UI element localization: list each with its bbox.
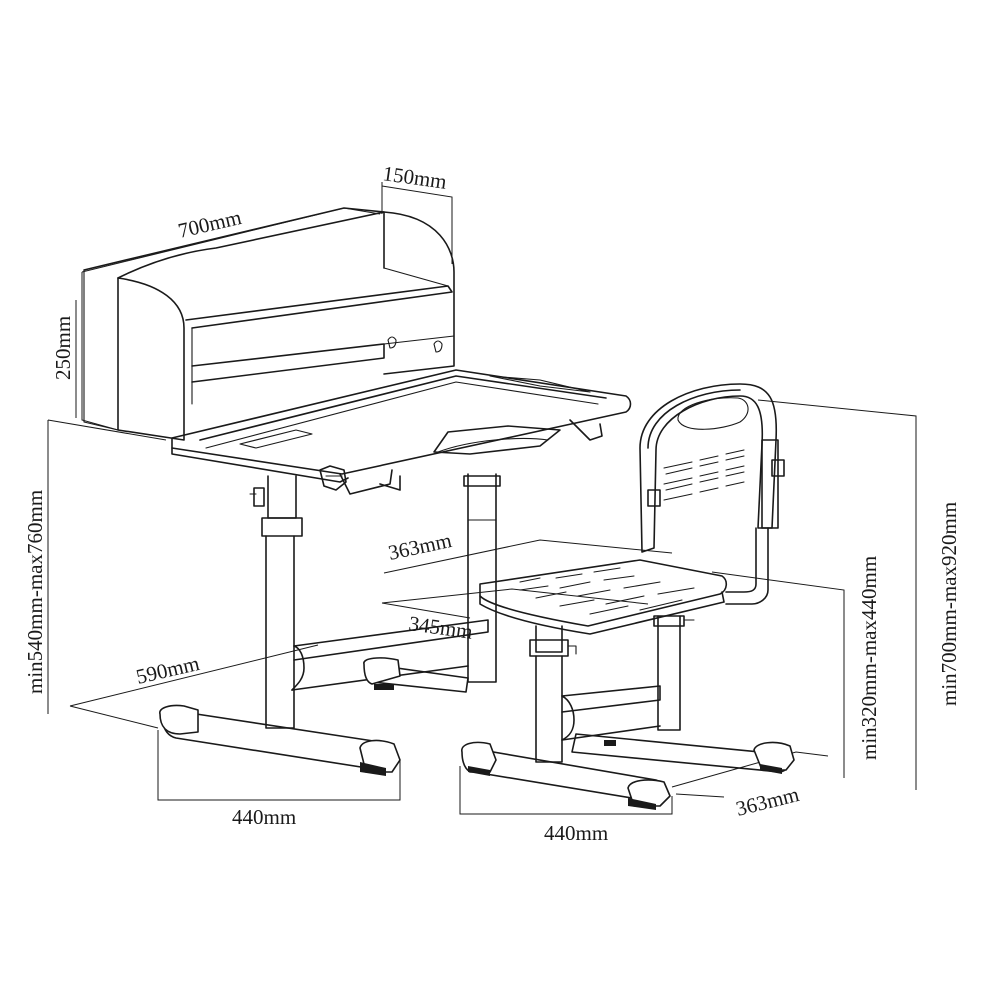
seat-depth-label: 363mm: [386, 528, 454, 565]
seat-width-label: 345mm: [407, 611, 474, 644]
chair-height-label: min700mm-max920mm: [937, 502, 961, 706]
desk-depth-label: 590mm: [134, 651, 202, 689]
desk: [83, 207, 632, 776]
dimension-lines: [47, 182, 917, 815]
chair: [461, 383, 795, 810]
shelf-depth-label: 150mm: [381, 161, 448, 194]
chair-base-depth-label: 363mm: [733, 782, 801, 821]
desk-width-label: 700mm: [176, 205, 244, 243]
desk-height-label: min540mm-max760mm: [23, 490, 47, 694]
seat-height-label: min320mm-max440mm: [857, 556, 881, 760]
chair-base-width-label: 440mm: [544, 821, 608, 845]
desk-base-width-label: 440mm: [232, 805, 296, 829]
shelf-height-label: 250mm: [51, 316, 75, 380]
dimension-labels: 150mm 700mm 250mm min540mm-max760mm 590m…: [23, 161, 961, 845]
